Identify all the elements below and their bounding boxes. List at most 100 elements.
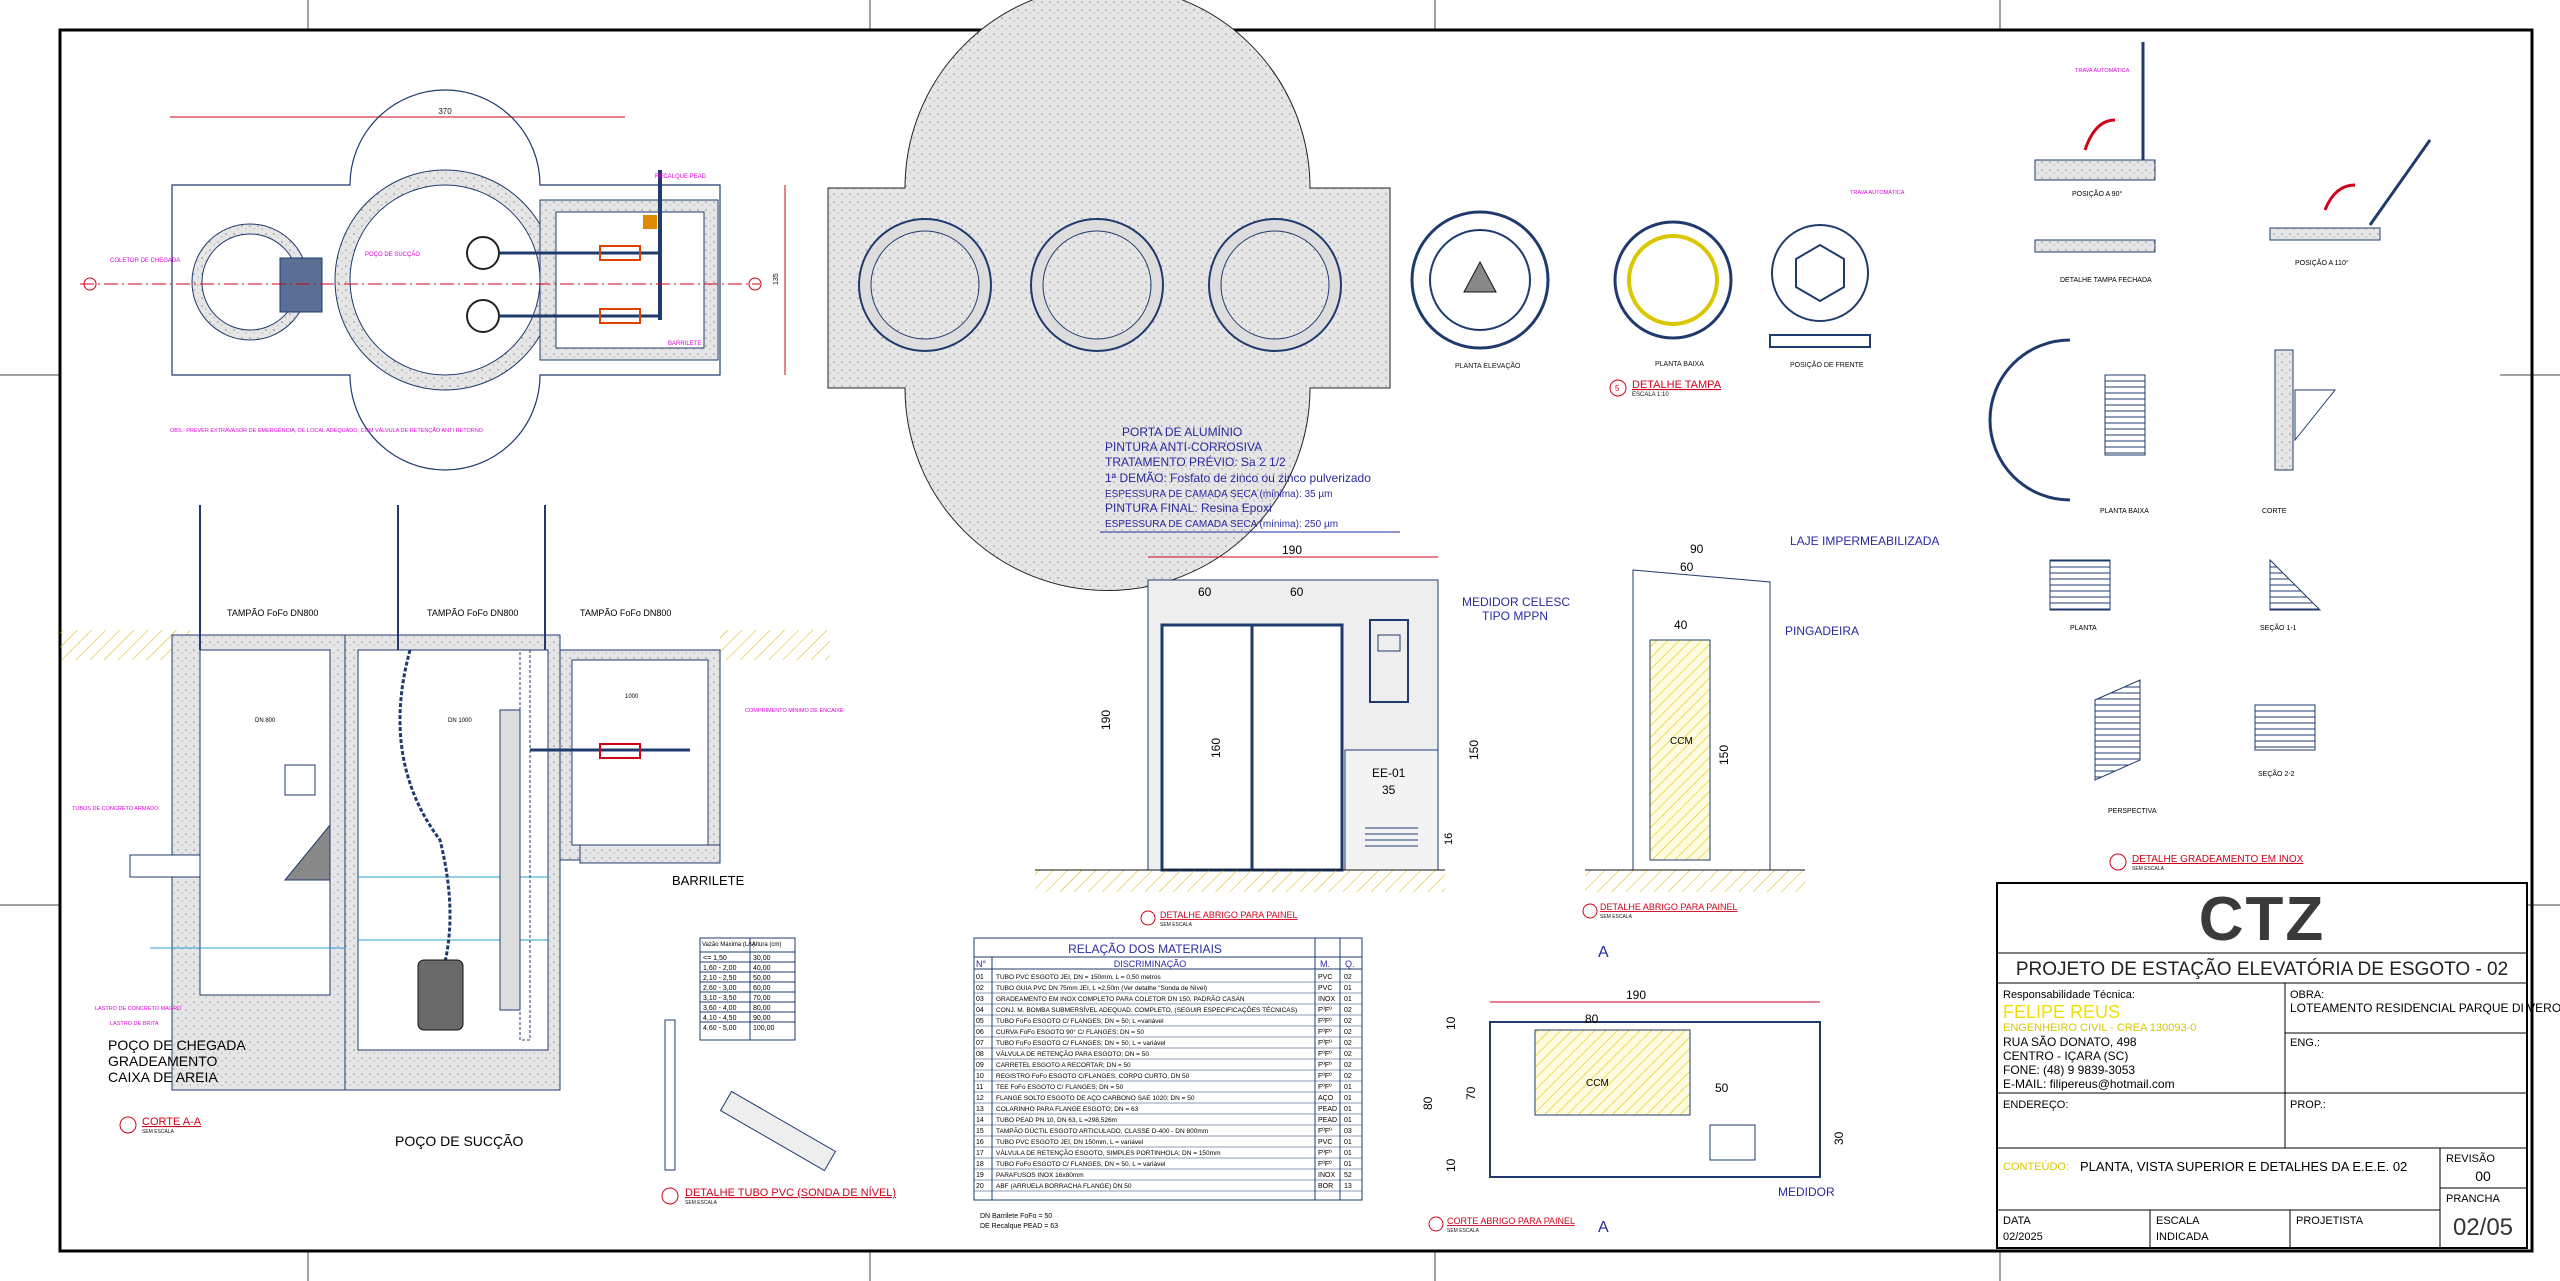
level-header-1: Altura (cm)	[752, 942, 781, 948]
title-eng-label: ENG.:	[2290, 1037, 2320, 1049]
plan-right-dim: 135	[773, 273, 780, 285]
panel-plan-h: 10	[1444, 1016, 1458, 1030]
level-sensor-caption-sub: SEM ESCALA	[685, 1200, 718, 1206]
level-cell: 40,00	[753, 965, 771, 972]
materials-cell: 02	[1344, 1007, 1352, 1014]
materials-cell: 01	[1344, 1150, 1352, 1157]
materials-cell: 01	[1344, 1117, 1352, 1124]
level-cell: 100,00	[753, 1025, 775, 1032]
title-escala-label: ESCALA	[2156, 1215, 2200, 1227]
panel-front-w: 190	[1282, 543, 1302, 557]
section-pit2: POÇO DE SUCÇÃO	[395, 1133, 523, 1149]
title-revisao: 00	[2475, 1168, 2491, 1184]
section-note-3: TUBOS DE CONCRETO ARMADO	[72, 806, 159, 812]
grating-pos90: POSIÇÃO A 90°	[2072, 189, 2122, 198]
title-escala: INDICADA	[2156, 1231, 2209, 1243]
materials-cell: INOX	[1318, 1172, 1335, 1179]
panel-side-w: 90	[1690, 542, 1704, 556]
paint-line-0: PORTA DE ALUMÍNIO	[1122, 424, 1242, 439]
materials-cell: 08	[976, 1051, 984, 1058]
materials-cell: FLANGE SOLTO ESGOTO DE AÇO CARBONO SAE 1…	[996, 1095, 1195, 1102]
level-sensor-caption: DETALHE TUBO PVC (SONDA DE NÍVEL)	[685, 1186, 896, 1199]
panel-side-ping: PINGADEIRA	[1785, 624, 1859, 638]
materials-cell: CARRETEL ESGOTO A RECORTAR; DN = 50	[996, 1062, 1131, 1069]
materials-cell: INOX	[1318, 996, 1335, 1003]
title-revisao-label: REVISÃO	[2446, 1152, 2495, 1165]
panel-front-caption-sub: SEM ESCALA	[1160, 922, 1193, 928]
materials-cell: FºFº	[1318, 1007, 1332, 1014]
panel-side: 90 60 40 150 CCM LAJE IMPERMEABILIZADA P…	[1582, 534, 1939, 920]
section-pit1-line1: POÇO DE CHEGADA	[108, 1037, 246, 1053]
section-aa: TAMPÃO FoFo DN800 TAMPÃO FoFo DN800 TAMP…	[60, 505, 844, 1149]
panel-front-h4: 16	[1443, 833, 1455, 845]
materials-cell: 19	[976, 1172, 984, 1179]
materials-cell: FºFº	[1318, 1040, 1332, 1047]
panel-front-meter: MEDIDOR CELESC	[1462, 595, 1570, 609]
panel-plan-d: 80	[1585, 1012, 1599, 1026]
materials-cell: TUBO GUIA PVC DN 75mm JEI, L =2,50m (Ver…	[996, 985, 1207, 992]
panel-side-caption: DETALHE ABRIGO PARA PAINEL	[1600, 902, 1738, 912]
materials-h2: M.	[1320, 959, 1330, 969]
materials-cell: 01	[1344, 985, 1352, 992]
title-address1: RUA SÃO DONATO, 498	[2003, 1035, 2137, 1049]
grating-detail: POSIÇÃO A 90° DETALHE TAMPA FECHADA POSI…	[1988, 42, 2432, 872]
title-logo: CTZ	[2199, 885, 2326, 954]
grating-perspectiva: PERSPECTIVA	[2108, 808, 2157, 815]
level-cell: 4,10 - 4,50	[703, 1015, 737, 1022]
lid-front-label: POSIÇÃO DE FRENTE	[1790, 360, 1864, 369]
grating-planta-baixa: PLANTA BAIXA	[2100, 508, 2149, 515]
materials-cell: PEAD	[1318, 1117, 1337, 1124]
section-tampao-2: TAMPÃO FoFo DN800	[427, 608, 518, 618]
materials-cell: COLARINHO PARA FLANGE ESGOTO; DN = 63	[996, 1106, 1139, 1113]
title-prancha: 02/05	[2453, 1214, 2513, 1241]
panel-plan-h3: 80	[1421, 1096, 1435, 1110]
materials-cell: 52	[1344, 1172, 1352, 1179]
title-prop-label: PROP.:	[2290, 1099, 2326, 1111]
materials-note-1: DE Recalque PEAD = 63	[980, 1223, 1058, 1230]
materials-cell: 01	[1344, 1161, 1352, 1168]
materials-cell: 13	[976, 1106, 984, 1113]
section-barrilete: BARRILETE	[672, 873, 745, 888]
level-cell: 60,00	[753, 985, 771, 992]
level-cell: 70,00	[753, 995, 771, 1002]
materials-cell: 10	[976, 1073, 984, 1080]
lid-detail: PLANTA ELEVAÇÃO PLANTA BAIXA POSIÇÃO DE …	[1410, 189, 1905, 398]
materials-cell: 01	[1344, 1084, 1352, 1091]
materials-cell: TUBO PEAD PN 10, DN 63, L =298,526m	[996, 1117, 1117, 1124]
materials-cell: 05	[976, 1018, 984, 1025]
materials-cell: FºFº	[1318, 1150, 1332, 1157]
materials-note-0: DN Barrilete FoFo = 50	[980, 1213, 1052, 1220]
materials-cell: 20	[976, 1183, 984, 1190]
plan-view: 370 135 COLETOR DE CHEGADA POÇO DE SUCÇÃ…	[80, 89, 786, 471]
title-block: CTZ PROJETO DE ESTAÇÃO ELEVATÓRIA DE ESG…	[1996, 882, 2560, 1249]
materials-h1: DISCRIMINAÇÃO	[1114, 959, 1187, 969]
materials-cell: 01	[1344, 1139, 1352, 1146]
level-cell: 2,60 - 3,00	[703, 985, 737, 992]
materials-cell: 15	[976, 1128, 984, 1135]
title-phone: FONE: (48) 9 9839-3053	[2003, 1063, 2135, 1077]
materials-cell: GRADEAMENTO EM INOX COMPLETO PARA COLETO…	[996, 994, 1245, 1003]
materials-cell: 18	[976, 1161, 984, 1168]
panel-plan-mark-a2: A	[1598, 1219, 1609, 1236]
materials-cell: 02	[1344, 1040, 1352, 1047]
title-obra: LOTEAMENTO RESIDENCIAL PARQUE DI VERONA	[2290, 1001, 2560, 1015]
level-cell: 30,00	[753, 955, 771, 962]
section-note-1: LASTRO DE CONCRETO MAGRO	[95, 1006, 182, 1012]
materials-cell: 17	[976, 1150, 984, 1157]
materials-cell: BOR	[1318, 1183, 1333, 1190]
section-dn800: DN 800	[255, 718, 276, 724]
paint-line-2: TRATAMENTO PRÉVIO: Sa 2 1/2	[1105, 454, 1286, 469]
section-note-2: LASTRO DE BRITA	[110, 1021, 159, 1027]
title-conteudo: PLANTA, VISTA SUPERIOR E DETALHES DA E.E…	[2080, 1159, 2407, 1174]
materials-cell: PVC	[1318, 985, 1332, 992]
materials-cell: 01	[976, 974, 984, 981]
panel-plan: 190 80 50 10 70 80 10 30 CCM MEDIDOR A A…	[1421, 944, 1846, 1236]
materials-cell: FºFº	[1318, 1062, 1332, 1069]
materials-cell: TAMPÃO DÚCTIL ESGOTO ARTICULADO, CLASSE …	[996, 1126, 1208, 1135]
panel-side-d2: 40	[1674, 618, 1688, 632]
materials-h3: Q.	[1345, 959, 1355, 969]
materials-cell: TEE FoFo ESGOTO C/ FLANGES; DN = 50	[996, 1084, 1124, 1091]
section-tampao-1: TAMPÃO FoFo DN800	[227, 608, 318, 618]
paint-spec: PORTA DE ALUMÍNIO PINTURA ANTI-CORROSIVA…	[1100, 424, 1400, 533]
title-data-label: DATA	[2003, 1215, 2031, 1227]
